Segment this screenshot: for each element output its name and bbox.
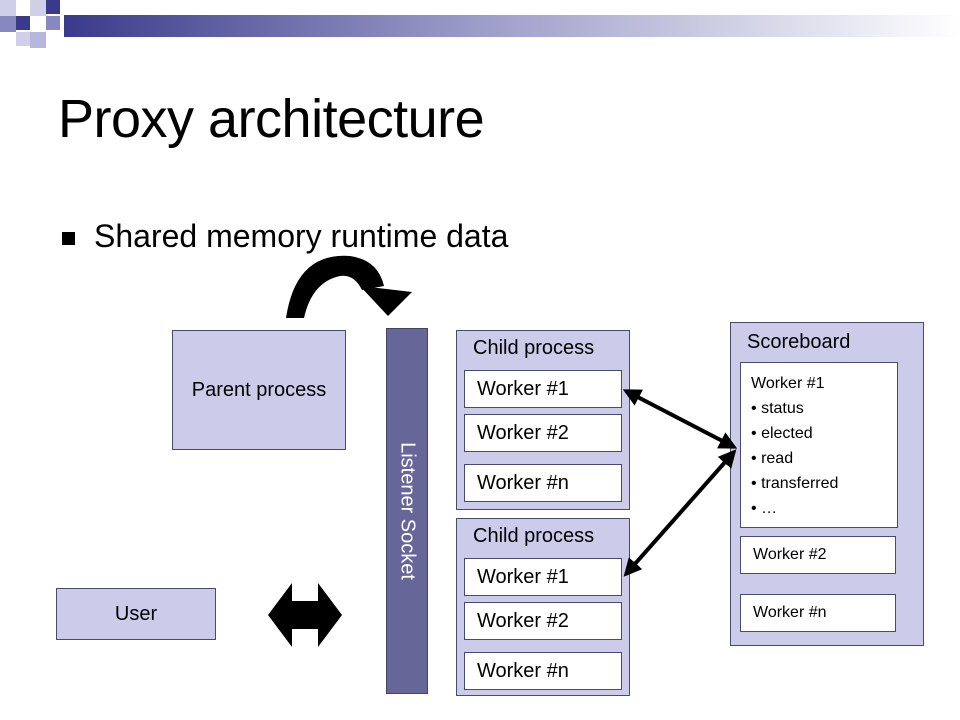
- curved-arrow-icon: [286, 255, 384, 318]
- double-arrow-icon: [268, 583, 342, 647]
- child2-worker-2: Worker #2: [464, 602, 622, 640]
- scoreboard-field: • elected: [751, 425, 813, 442]
- user-box: User: [56, 588, 216, 640]
- scoreboard-label: Scoreboard: [747, 331, 851, 353]
- parent-process-box: Parent process: [172, 330, 346, 450]
- scoreboard-worker-1-title: Worker #1: [751, 375, 825, 392]
- scoreboard-field: • read: [751, 450, 794, 467]
- child2-worker-1: Worker #1: [464, 558, 622, 596]
- connector-arrow-1: [622, 389, 738, 449]
- curved-arrow-head-icon: [360, 286, 412, 316]
- child1-worker-n: Worker #n: [464, 464, 622, 502]
- slide-title: Proxy architecture: [58, 89, 485, 149]
- bullet-text: Shared memory runtime data: [94, 218, 509, 254]
- scoreboard-worker-1: Worker #1 • status • elected • read • tr…: [740, 362, 898, 528]
- child1-worker-1: Worker #1: [464, 370, 622, 408]
- connector-arrow-2: [623, 449, 737, 577]
- parent-process-label: Parent process: [191, 378, 327, 401]
- scoreboard-field: • transferred: [751, 475, 839, 492]
- bullet-square-icon: [62, 232, 75, 245]
- scoreboard-worker-n: Worker #n: [740, 594, 896, 632]
- scoreboard-worker-2: Worker #2: [740, 536, 896, 574]
- listener-socket-bar: Listener Socket: [386, 328, 428, 694]
- child2-worker-n: Worker #n: [464, 652, 622, 690]
- header-decoration: [0, 0, 960, 48]
- scoreboard-field: • …: [751, 500, 778, 517]
- child1-worker-2: Worker #2: [464, 414, 622, 452]
- scoreboard-field: • status: [751, 400, 804, 417]
- user-label: User: [114, 602, 158, 625]
- child-process-1-label: Child process: [473, 337, 595, 359]
- child-process-2-label: Child process: [473, 525, 595, 547]
